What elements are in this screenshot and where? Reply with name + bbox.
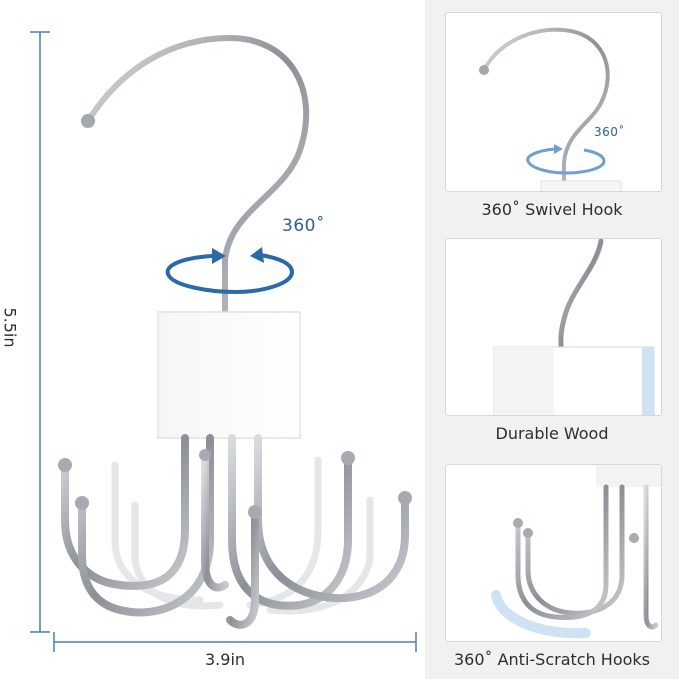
durable-wood-caption: Durable Wood: [495, 424, 609, 443]
rotation-arrow-icon: [165, 247, 295, 295]
main-product-view: 360˚ 5.5in 3.9in: [0, 31, 417, 669]
durable-wood-detail-image: [493, 239, 655, 415]
swivel-rotation-label: 360˚: [594, 125, 625, 139]
swivel-hook-detail-image: [479, 27, 622, 191]
hanger-illustration: [30, 31, 417, 652]
swivel-hook-caption: 360˚ Swivel Hook: [481, 200, 623, 219]
rotation-label: 360˚: [282, 216, 325, 236]
metal-hooks: [61, 434, 409, 629]
height-dimension-text: 5.5in: [0, 307, 20, 348]
rotation-arrow-small-icon: [526, 144, 606, 175]
swivel-hook-panel: 360˚: [445, 12, 662, 192]
anti-scratch-caption: 360˚ Anti-Scratch Hooks: [453, 650, 651, 669]
wood-block: [157, 311, 301, 439]
width-dimension-line: [53, 632, 417, 652]
height-dimension-line: [30, 31, 50, 633]
anti-scratch-detail-image: [491, 465, 661, 639]
detail-panels: 360˚ 360˚ Swivel Hook Durable Wood: [425, 0, 679, 679]
protective-coating-highlight: [491, 590, 591, 639]
durable-wood-panel: [445, 238, 662, 416]
hook-tip-balls: [58, 449, 412, 519]
hook-tip-ball: [81, 114, 95, 128]
height-dimension-label: 5.5in: [0, 300, 38, 360]
swivel-hook: [85, 34, 310, 315]
anti-scratch-panel: [445, 464, 662, 642]
width-dimension-label: 3.9in: [205, 650, 246, 669]
